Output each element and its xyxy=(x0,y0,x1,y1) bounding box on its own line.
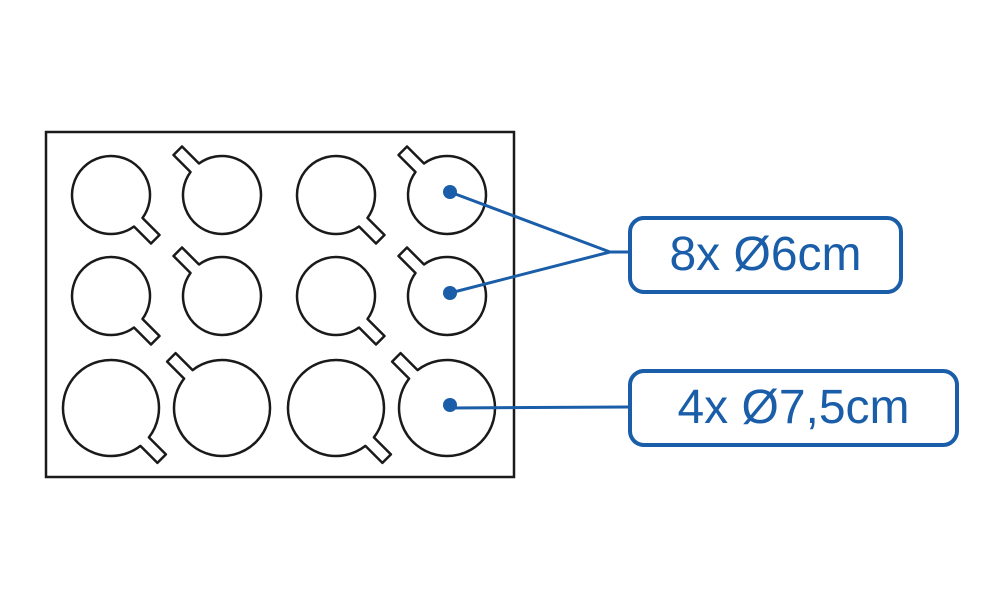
small-cavity xyxy=(397,145,488,236)
mould-tray-outline xyxy=(44,130,516,479)
small-cavity xyxy=(70,154,161,245)
large-cavity xyxy=(286,358,393,465)
large-cavity xyxy=(61,358,168,465)
large-cavity xyxy=(165,351,272,458)
cavity-group xyxy=(61,145,497,465)
callout-line-small-lower xyxy=(449,250,611,295)
large-cavity xyxy=(390,351,497,458)
small-cavity xyxy=(295,255,386,346)
small-callout-dot xyxy=(443,286,457,300)
callout-lines xyxy=(443,185,629,412)
small-cavity-label: 8x Ø6cm xyxy=(628,216,903,294)
small-cavity xyxy=(172,145,263,236)
large-cavity-label: 4x Ø7,5cm xyxy=(628,369,959,447)
callout-line-large xyxy=(449,405,629,410)
callout-line-small-upper xyxy=(449,190,611,254)
large-callout-dot xyxy=(443,398,457,412)
small-cavity xyxy=(397,246,488,337)
small-cavity xyxy=(295,154,386,245)
small-cavity xyxy=(172,246,263,337)
small-cavity xyxy=(70,255,161,346)
small-callout-dot xyxy=(443,185,457,199)
